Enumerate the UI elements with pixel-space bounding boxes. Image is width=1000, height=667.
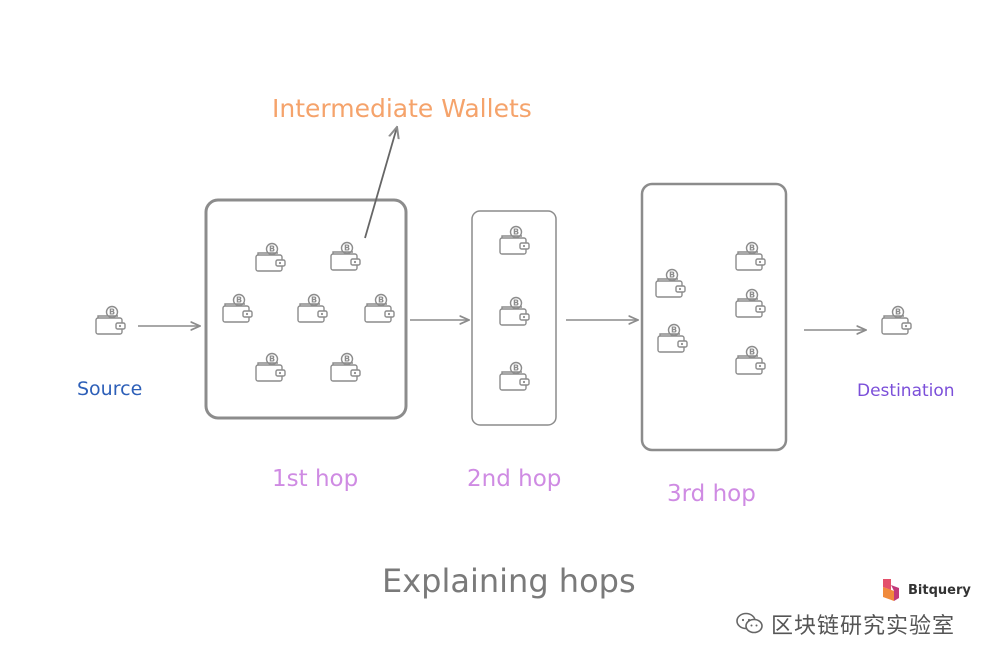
hop-1-label: 1st hop <box>272 466 359 492</box>
bitcoin-wallet-icon <box>655 268 686 298</box>
bitcoin-wallet-icon <box>499 361 530 391</box>
bitcoin-wallet-icon <box>735 345 766 375</box>
bitcoin-wallet-icon <box>499 296 530 326</box>
watermark: 区块链研究实验室 <box>735 608 955 640</box>
destination-wallet-icon <box>881 305 912 335</box>
bitcoin-wallet-icon <box>499 225 530 255</box>
wechat-icon <box>736 612 763 634</box>
bitcoin-wallet-icon <box>297 293 328 323</box>
destination-label: Destination <box>857 381 955 401</box>
bitcoin-wallet-icon <box>364 293 395 323</box>
hop-3-box <box>640 182 788 452</box>
source-wallet-icon <box>95 305 126 335</box>
bitcoin-wallet-icon <box>255 352 286 382</box>
brand-logo: Bitquery <box>880 577 971 603</box>
bitcoin-wallet-icon <box>330 352 361 382</box>
hop-1-box <box>204 198 408 420</box>
hop-2-label: 2nd hop <box>467 466 562 492</box>
bitcoin-wallet-icon <box>657 323 688 353</box>
bitcoin-wallet-icon <box>735 288 766 318</box>
bitcoin-wallet-icon <box>330 241 361 271</box>
bitcoin-wallet-icon <box>735 241 766 271</box>
bitcoin-wallet-icon <box>222 293 253 323</box>
brand-name: Bitquery <box>908 582 971 598</box>
watermark-text: 区块链研究实验室 <box>771 614 956 639</box>
hop-3-label: 3rd hop <box>667 481 756 507</box>
source-label: Source <box>77 378 143 400</box>
intermediate-wallets-label: Intermediate Wallets <box>272 94 532 123</box>
annotation-pointer-arrow <box>364 127 397 239</box>
hop-2-box <box>471 210 557 426</box>
bitcoin-wallet-icon <box>255 242 286 272</box>
bitquery-logo-icon <box>883 579 899 601</box>
diagram-title: Explaining hops <box>382 562 636 600</box>
